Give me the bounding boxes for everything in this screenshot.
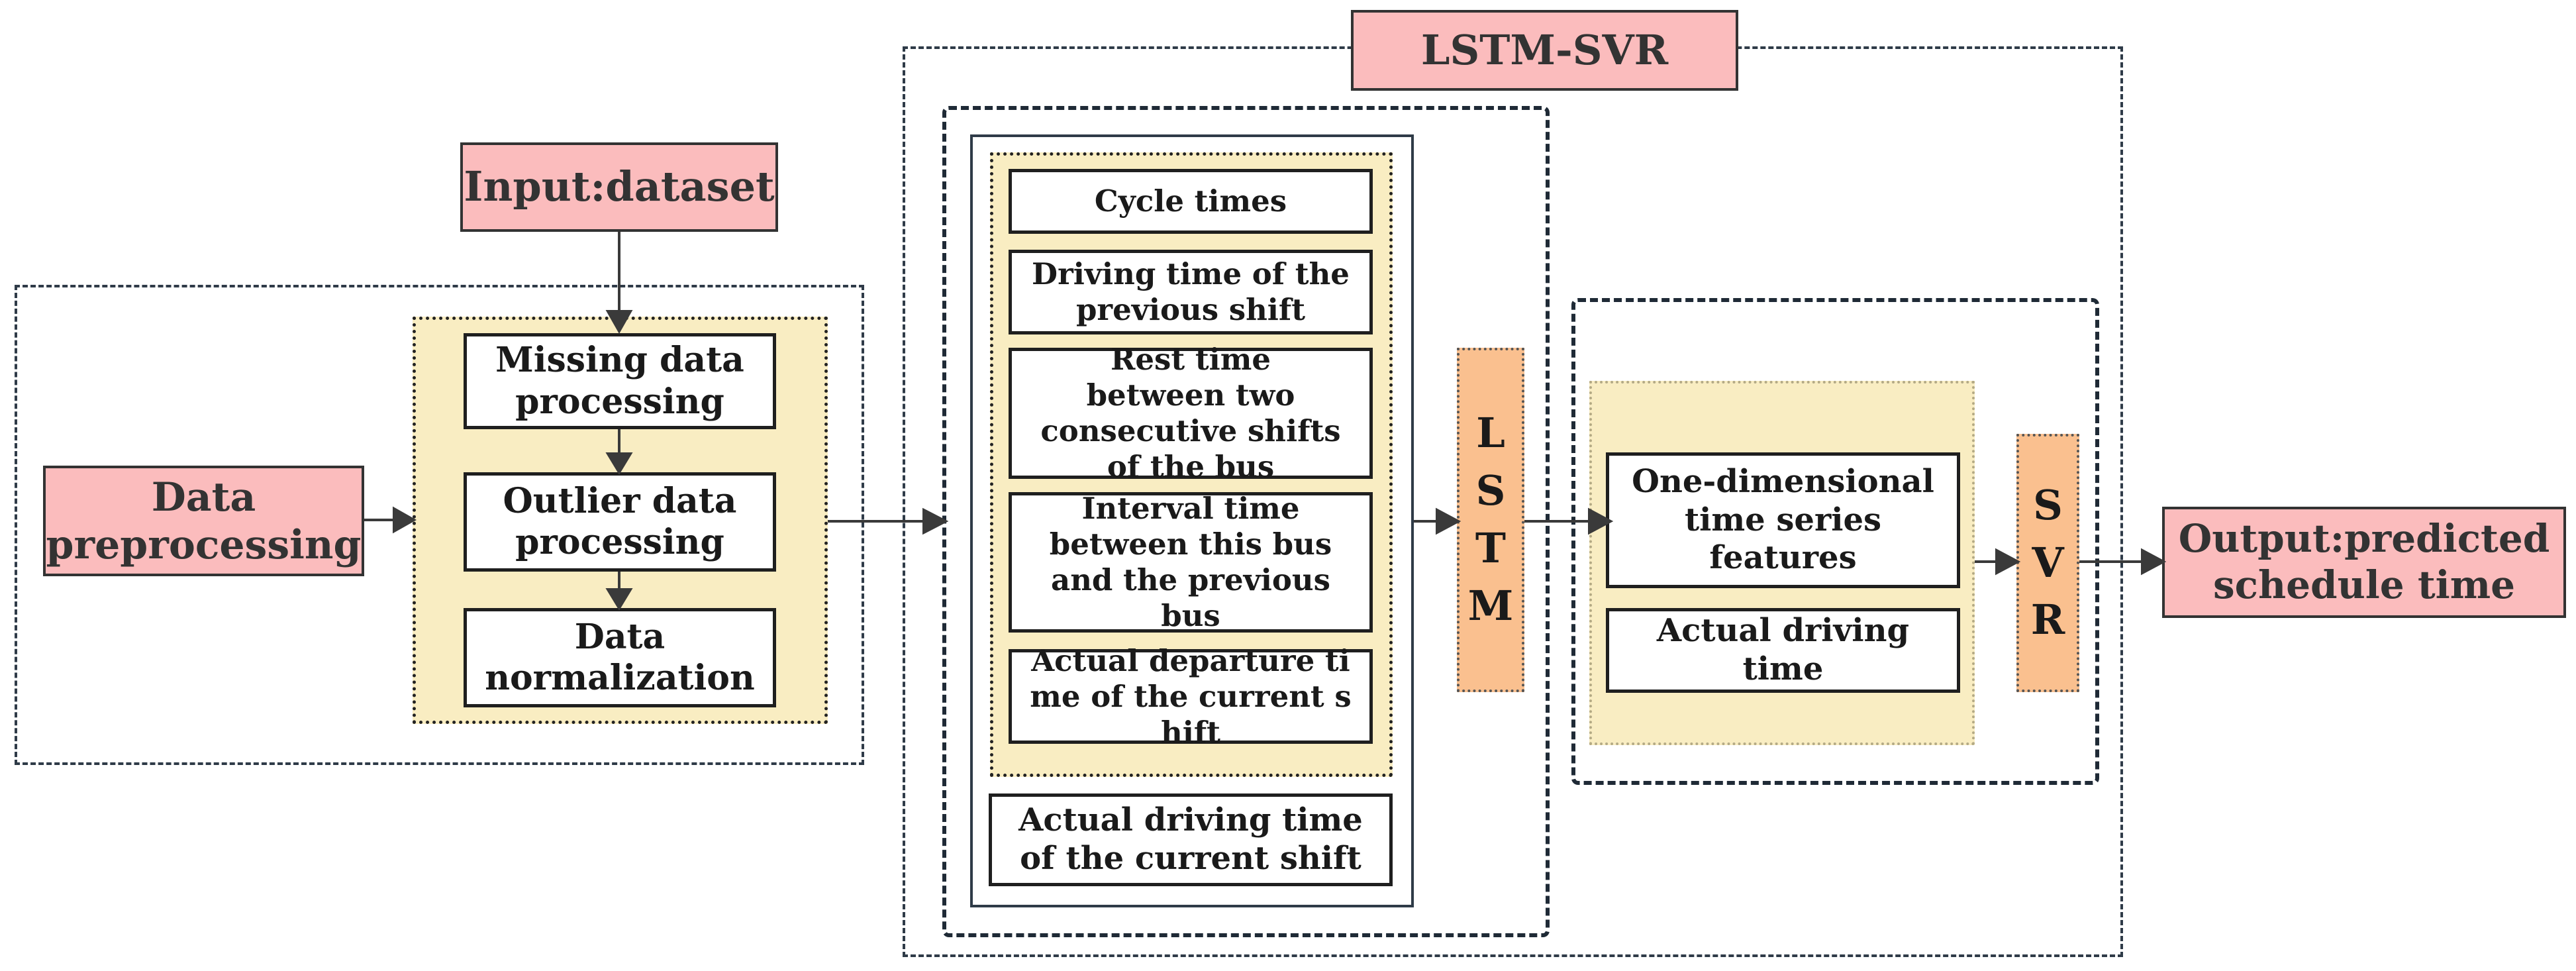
- arrowhead-inputs-to-svr-label: [1995, 548, 2021, 576]
- missing-data-step: Missing data processing: [464, 333, 776, 429]
- lstm-svr-title: LSTM-SVR: [1351, 10, 1738, 91]
- arrowhead-outlier-to-normalization: [605, 588, 633, 611]
- feature-cycle-times: Cycle times: [1009, 169, 1373, 234]
- arrowhead-preprocessing-to-lstm: [922, 507, 949, 535]
- arrowhead-missing-to-outlier: [605, 452, 633, 475]
- arrowhead-svr-to-output: [2141, 548, 2167, 576]
- svr-input-time-series: One-dimensional time series features: [1606, 452, 1960, 588]
- feature-rest-time: Rest time between two consecutive shifts…: [1009, 342, 1373, 484]
- data-preprocessing-box: Data preprocessing: [43, 466, 364, 576]
- svr-input-actual-driving: Actual driving time: [1606, 608, 1960, 693]
- feature-interval-time: Interval time between this bus and the p…: [1009, 491, 1373, 633]
- feature-departure-time: Actual departure time of the current shi…: [1009, 643, 1373, 750]
- output-predicted-box: Output:predicted schedule time: [2162, 507, 2566, 618]
- arrowhead-lstm-to-svr: [1588, 507, 1614, 535]
- arrowhead-container-to-lstm-label: [1436, 507, 1461, 535]
- feature-previous-shift: Driving time of the previous shift: [1009, 250, 1373, 334]
- arrowhead-preprocessing-to-panel: [393, 506, 417, 534]
- normalization-step: Data normalization: [464, 608, 776, 707]
- arrowhead-input-to-missing: [605, 310, 633, 334]
- input-dataset-box: Input:dataset: [460, 142, 778, 232]
- lstm-target-box: Actual driving time of the current shift: [989, 793, 1393, 886]
- svr-frame: [1571, 298, 2099, 785]
- preprocessing-frame: [15, 285, 864, 765]
- outlier-data-step: Outlier data processing: [464, 472, 776, 572]
